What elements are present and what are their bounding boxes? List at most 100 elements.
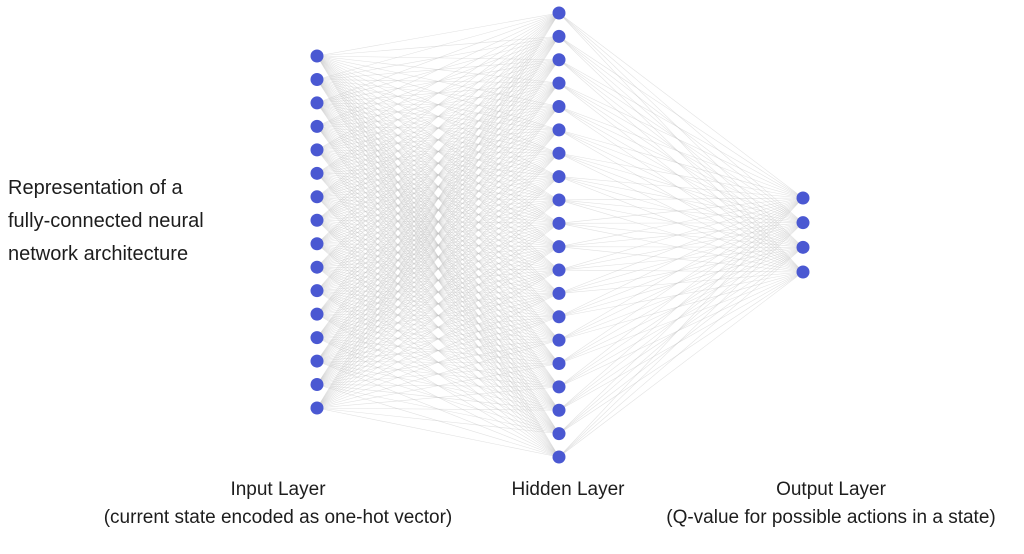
caption-line-2: fully-connected neural xyxy=(8,210,204,232)
edge-line xyxy=(558,199,804,248)
edge-line xyxy=(558,82,804,199)
edge-line xyxy=(316,12,560,221)
edge-line xyxy=(316,12,560,80)
edge-line xyxy=(558,222,804,341)
edge-line xyxy=(316,407,560,411)
edge-line xyxy=(316,12,560,338)
edge-line xyxy=(558,222,804,271)
edge-line xyxy=(558,199,804,273)
edge-line xyxy=(558,129,804,248)
neuron-node-input xyxy=(310,401,324,415)
edge-line xyxy=(316,12,560,362)
neuron-node-hidden xyxy=(552,380,566,394)
edge-line xyxy=(558,12,804,248)
edge-line xyxy=(316,106,560,409)
neuron-node-input xyxy=(310,166,324,180)
edge-line xyxy=(558,129,804,273)
input-layer-subtitle: (current state encoded as one-hot vector… xyxy=(103,507,453,528)
edge-line xyxy=(558,12,804,199)
edge-line xyxy=(558,82,804,223)
edge-line xyxy=(316,223,560,409)
neuron-node-hidden xyxy=(552,427,566,441)
neuron-node-output xyxy=(796,191,810,205)
edge-line xyxy=(558,197,804,247)
neuron-node-output xyxy=(796,216,810,230)
neuron-node-hidden xyxy=(552,403,566,417)
edge-line xyxy=(558,269,804,273)
edge-line xyxy=(558,197,804,318)
edge-line xyxy=(558,12,804,273)
neuron-node-hidden xyxy=(552,263,566,277)
edge-line xyxy=(558,223,804,273)
edge-line xyxy=(558,82,804,273)
edge-line xyxy=(558,222,804,434)
edge-line xyxy=(558,271,804,318)
caption-line-1: Representation of a xyxy=(8,177,183,199)
neuron-node-hidden xyxy=(552,76,566,90)
edge-line xyxy=(558,222,804,388)
edge-line xyxy=(316,12,560,291)
neuron-node-hidden xyxy=(552,99,566,113)
edge-line xyxy=(558,246,804,273)
edge-line xyxy=(558,36,804,199)
neuron-node-output xyxy=(796,240,810,254)
edge-line xyxy=(558,222,804,247)
edge-line xyxy=(316,12,560,385)
edge-line xyxy=(316,36,560,409)
edge-line xyxy=(558,197,804,364)
neuron-node-output xyxy=(796,265,810,279)
edge-line xyxy=(316,199,560,409)
edge-line xyxy=(316,12,560,127)
neuron-node-input xyxy=(310,260,324,274)
edge-line xyxy=(558,222,804,224)
neuron-node-input xyxy=(310,119,324,133)
edge-line xyxy=(558,106,804,199)
edge-line xyxy=(316,12,560,174)
edge-line xyxy=(558,247,804,364)
edge-line xyxy=(558,36,804,273)
edge-line xyxy=(558,271,804,434)
edge-line xyxy=(558,82,804,248)
caption-line-3: network architecture xyxy=(8,243,189,265)
edge-line xyxy=(558,106,804,273)
neuron-node-input xyxy=(310,284,324,298)
edge-line xyxy=(558,247,804,388)
edge-line xyxy=(558,152,804,199)
edge-line xyxy=(558,271,804,411)
hidden-layer-title: Hidden Layer xyxy=(511,479,625,500)
edge-line xyxy=(558,197,804,411)
neuron-node-hidden xyxy=(552,29,566,43)
edge-line xyxy=(558,246,804,248)
edge-line xyxy=(558,59,804,199)
diagram-caption: Representation of a fully-connected neur… xyxy=(8,172,204,271)
edge-line xyxy=(558,59,804,248)
edge-line xyxy=(316,269,560,409)
edge-line xyxy=(558,106,804,223)
edge-line xyxy=(558,176,804,248)
edge-line xyxy=(558,271,804,341)
edge-line xyxy=(558,222,804,318)
neuron-node-input xyxy=(310,354,324,368)
edge-line xyxy=(558,152,804,273)
neuron-node-hidden xyxy=(552,240,566,254)
edge-line xyxy=(558,197,804,434)
edge-line xyxy=(558,247,804,341)
neuron-node-hidden xyxy=(552,123,566,137)
edge-line xyxy=(558,176,804,273)
edge-line xyxy=(558,59,804,273)
edge-line xyxy=(316,82,560,409)
edge-line xyxy=(558,197,804,201)
edge-line xyxy=(558,197,804,224)
edge-line xyxy=(316,363,560,409)
input-layer-label: Input Layer (current state encoded as on… xyxy=(48,476,508,532)
edge-line xyxy=(316,12,560,57)
neuron-node-input xyxy=(310,72,324,86)
edge-line xyxy=(558,36,804,223)
edge-line xyxy=(558,36,804,248)
edge-line xyxy=(558,247,804,294)
edge-line xyxy=(316,293,560,409)
edge-line xyxy=(558,197,804,388)
neuron-node-input xyxy=(310,237,324,251)
output-layer-subtitle: (Q-value for possible actions in a state… xyxy=(666,507,996,528)
neuron-node-hidden xyxy=(552,450,566,464)
